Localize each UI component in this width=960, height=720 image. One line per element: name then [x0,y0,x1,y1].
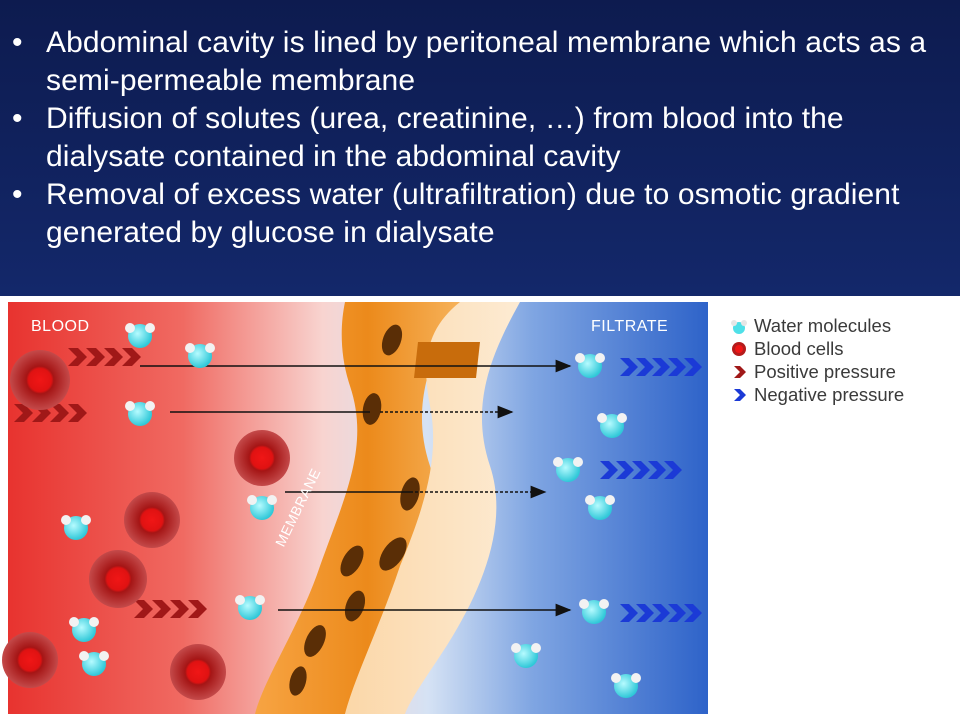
red-chevron-icon [734,366,746,378]
membrane-pores [289,324,420,696]
bullet-text: Diffusion of solutes (urea, creatinine, … [46,102,844,173]
blood-label: BLOOD [31,318,90,335]
bullet-text: Abdominal cavity is lined by peritoneal … [46,26,927,97]
bullet-list: • Abdominal cavity is lined by peritoneal… [12,24,952,252]
bullet-symbol: • [12,102,23,135]
membrane-pore-channel [414,342,480,378]
bullet-text: Removal of excess water (ultrafiltration… [46,178,900,249]
legend-item-positive-pressure: Positive pressure [730,360,904,383]
negative-pressure-chevrons [600,358,702,622]
legend-label: Water molecules [754,315,892,336]
water-molecule-icon [731,320,747,334]
legend-item-blood-cells: Blood cells [730,337,904,360]
membrane-inner-face [345,302,520,714]
legend-label: Positive pressure [754,361,896,382]
legend-label: Negative pressure [754,384,905,405]
diagram-drawing [2,302,708,714]
dialysis-diagram: BLOOD FILTRATE MEMBRANE Water molecules … [0,296,960,720]
bullet-item: • Diffusion of solutes (urea, creatinine,… [12,100,952,175]
filtrate-label: FILTRATE [591,318,669,335]
blood-cells [2,350,290,700]
legend-label: Blood cells [754,338,844,359]
bullet-item: • Removal of excess water (ultrafiltratio… [12,176,952,251]
membrane [255,302,460,714]
blue-chevron-icon [734,389,746,401]
legend: Water molecules Blood cells Positive pre… [730,314,904,406]
flow-arrows [140,359,572,617]
bullet-symbol: • [12,26,23,59]
legend-item-negative-pressure: Negative pressure [730,383,904,406]
water-molecules [61,323,641,698]
bullet-symbol: • [12,178,23,211]
bullet-item: • Abdominal cavity is lined by peritoneal… [12,24,952,99]
blood-cell-icon [732,342,746,356]
legend-item-water: Water molecules [730,314,904,337]
